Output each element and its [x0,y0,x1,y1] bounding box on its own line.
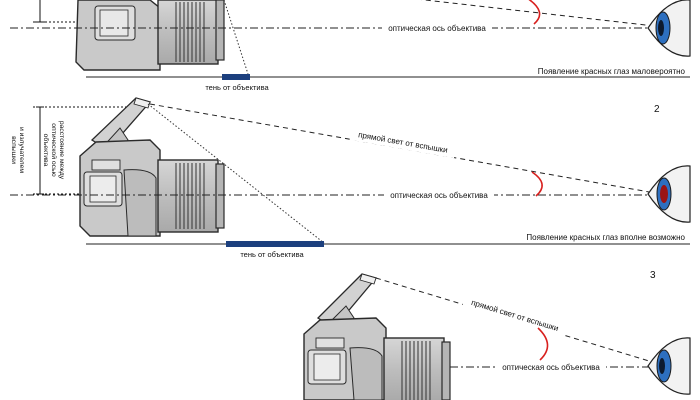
eye-icon [647,165,691,223]
diagram-number: 3 [650,270,656,281]
result-label: Появление красных глаз маловероятно [538,67,686,76]
optical-axis-label: оптическая ось объектива [388,24,486,33]
optical-axis-label: оптическая ось объектива [390,191,488,200]
svg-text:вспышки: вспышки [10,136,17,164]
camera [75,0,225,71]
camera-with-popup-flash [303,273,451,400]
lens-shadow-label: тень от объектива [240,250,304,259]
red-eye-arc [537,327,549,361]
red-eye-arc [531,171,543,197]
svg-text:оптической осью: оптической осью [50,123,58,176]
eye-icon [647,0,691,57]
distance-caption: расстояние между оптической осью объекти… [10,121,65,180]
svg-text:расстояние между: расстояние между [58,121,65,180]
eye-icon [647,337,691,395]
red-eye-arc [528,0,541,25]
diagram-number: 2 [654,104,660,115]
optical-axis-label: оптическая ось объектива [502,363,600,372]
shadow-ray [223,0,249,75]
svg-text:объектива: объектива [42,134,50,167]
diagram-2: 2 расстояние между оптической осью объек… [10,97,691,259]
lens-shadow-label: тень от объектива [205,83,269,92]
direct-light-ray [420,0,673,29]
lens-shadow-bar [222,74,250,80]
lens-shadow-bar [226,241,324,247]
diagram-1: оптическая ось объектива тень от объекти… [10,0,691,92]
camera-with-popup-flash [79,97,225,237]
direct-light-label: прямой свет от вспышки [470,298,559,333]
svg-text:и излучателем: и излучателем [18,127,25,173]
shadow-ray [147,103,325,244]
result-label: Появление красных глаз вполне возможно [526,233,685,242]
diagram-3: 3 прямой свет от вспышки [303,270,691,400]
